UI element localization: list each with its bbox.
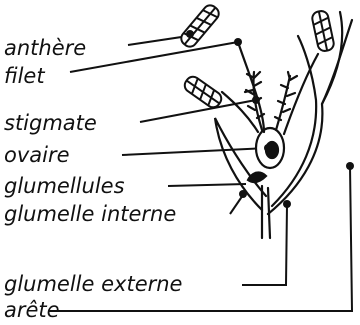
dot-glumelle-interne [239,190,247,198]
stigmate-feathers-right [275,72,297,120]
leader-filet [70,42,238,72]
anthere-top [178,2,221,49]
filet-left [238,42,264,132]
filet-right [284,54,318,134]
leader-glumelle-interne [230,195,243,214]
glumellules [248,173,266,183]
label-arete: arête [4,300,60,321]
leader-glumelle-externe [242,205,287,285]
label-glumelle-externe: glumelle externe [4,274,182,295]
label-filet: filet [4,66,45,87]
dot-glumelle-externe [283,200,291,208]
label-anthere: anthère [4,38,86,59]
label-ovaire: ovaire [4,145,70,166]
dot-stigmate [252,96,260,104]
label-glumelle-interne: glumelle interne [4,204,176,225]
anthere-right [311,10,335,52]
leader-stigmate [140,100,256,122]
dot-anthere [186,30,194,38]
dot-ovaire [264,144,272,152]
label-glumellules: glumellules [4,176,125,197]
dot-filet [234,38,242,46]
leader-dots [186,30,354,208]
label-stigmate: stigmate [4,113,97,134]
leader-glumellules [168,184,246,186]
dot-arete [346,162,354,170]
anthere-middle [182,74,224,110]
leader-ovaire [122,148,268,155]
